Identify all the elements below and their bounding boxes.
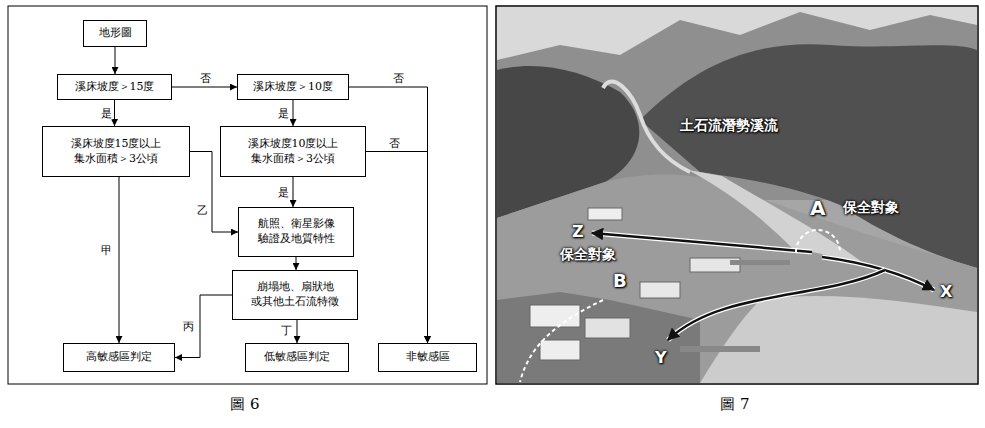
arrow-halo: [668, 270, 885, 340]
building: [530, 305, 580, 327]
decision-box: 溪床坡度＞15度: [57, 74, 172, 100]
protected-target-label: 保全對象: [843, 200, 899, 215]
box-text: 航照、衛星影像 驗證及地質特性: [243, 217, 349, 247]
branch-label: 否: [199, 72, 212, 85]
flow-connector: [119, 177, 120, 343]
flow-connector: [114, 100, 115, 126]
process-box: 崩塌地、扇狀地 或其他土石流特徵: [232, 270, 358, 320]
arrow-halo: [592, 233, 812, 252]
box-text: 地形圖: [99, 26, 132, 41]
result-box: 低敏感區判定: [245, 343, 349, 372]
bridge: [680, 346, 760, 352]
photo: [497, 7, 977, 383]
box-text: 高敏感區判定: [86, 350, 152, 365]
river: [700, 296, 977, 383]
process-box: 溪床坡度10度以上 集水面積＞3公頃: [220, 126, 366, 177]
branch-label: 是: [100, 107, 113, 120]
branch-label: 乙: [196, 204, 209, 217]
flow-connector: [293, 100, 294, 126]
stream-label: 土石流潛勢溪流: [680, 118, 778, 133]
valley-floor: [497, 175, 977, 384]
branch-label: 丙: [182, 320, 195, 333]
debris-stream: [603, 81, 690, 172]
point-letter: A: [810, 197, 825, 219]
photo-ground: [497, 7, 977, 383]
box-text: 溪床坡度15度以上 集水面積＞3公頃: [47, 137, 185, 167]
building: [588, 208, 622, 220]
protected-area-outline: [796, 230, 840, 252]
box-text: 溪床坡度＞10度: [253, 80, 333, 95]
process-box: 溪床坡度15度以上 集水面積＞3公頃: [42, 126, 190, 177]
direction-letter: Z: [572, 223, 584, 241]
flow-connector: [172, 87, 237, 88]
flow-arrow: [592, 233, 812, 252]
branch-label: 否: [392, 72, 405, 85]
branch-label: 否: [388, 137, 401, 150]
branch-label: 甲: [100, 244, 113, 257]
flow-connector: [175, 295, 232, 358]
box-text: 非敏感區: [406, 350, 450, 365]
flow-connector: [115, 47, 116, 74]
process-box: 航照、衛星影像 驗證及地質特性: [238, 207, 354, 257]
result-box: 高敏感區判定: [63, 343, 175, 372]
result-box: 非敏感區: [378, 343, 477, 372]
building: [640, 282, 680, 298]
protected-area-outline: [520, 300, 603, 382]
box-text: 溪床坡度＞15度: [75, 80, 155, 95]
point-letter: B: [613, 271, 627, 291]
flow-connector: [296, 257, 297, 270]
building: [540, 340, 580, 360]
figure-frame: [496, 6, 978, 384]
figure-frame: [8, 6, 487, 384]
building: [585, 318, 630, 338]
direction-letter: Y: [655, 349, 667, 367]
branch-label: 是: [277, 186, 290, 199]
decision-box: 溪床坡度＞10度: [237, 74, 349, 100]
box-text: 溪床坡度10度以上 集水面積＞3公頃: [225, 137, 361, 167]
protected-target-label: 保全對象: [560, 247, 616, 262]
start-box: 地形圖: [83, 20, 147, 47]
bridge: [730, 260, 790, 265]
direction-letter: X: [940, 283, 952, 301]
figure-caption: 圖 7: [720, 396, 749, 413]
flow-connector: [297, 320, 298, 343]
box-text: 低敏感區判定: [264, 350, 330, 365]
flow-arrow: [668, 270, 885, 340]
figure-caption: 圖 6: [230, 396, 259, 413]
branch-label: 丁: [280, 324, 293, 337]
branch-label: 是: [277, 107, 290, 120]
box-text: 崩塌地、扇狀地 或其他土石流特徵: [237, 280, 353, 310]
flow-connector: [366, 152, 428, 344]
flow-connector: [293, 177, 294, 207]
